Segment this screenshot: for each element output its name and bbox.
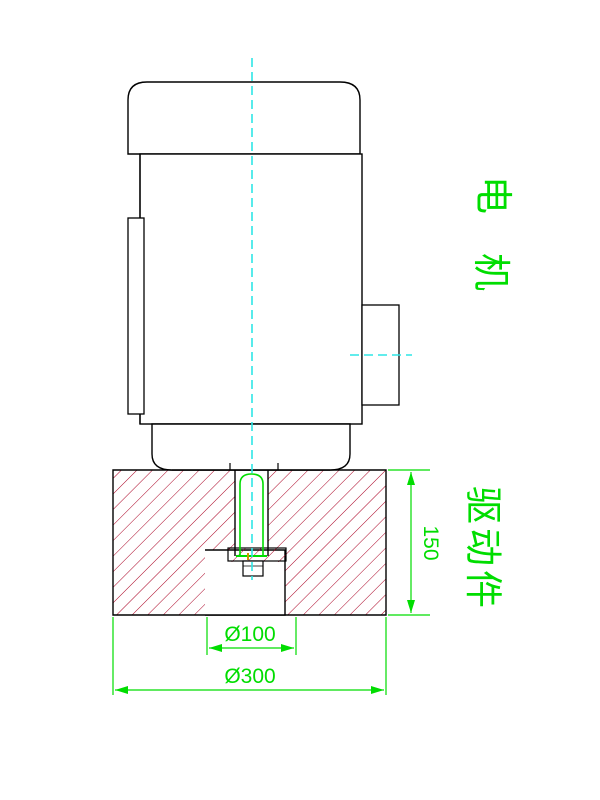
driven-part-label: 驱 动 件 [461, 486, 503, 608]
terminal-box-left [127, 154, 145, 424]
bolt-head [242, 560, 264, 577]
motor-bottom-skirt [151, 423, 351, 471]
dimension-d300-text: Ø300 [224, 665, 275, 688]
arrow-d300-right [371, 686, 384, 694]
arrow-150-top [407, 472, 415, 485]
arrow-150-bottom [407, 600, 415, 613]
motor-label-char-1: 电 [471, 176, 513, 214]
motor-frame [139, 153, 363, 425]
foundation-block [112, 469, 387, 616]
terminal-box-outline [127, 217, 145, 415]
motor-top-cap [127, 81, 361, 155]
motor-flange-marks [229, 463, 279, 470]
motor-label: 电 机 [469, 176, 513, 291]
arrow-d100-left [209, 644, 222, 652]
shaft-profile [239, 473, 264, 556]
dimension-d300: Ø300 [112, 617, 387, 695]
dimension-d100: Ø100 [206, 617, 297, 655]
arrow-d100-right [281, 644, 294, 652]
arrow-d300-left [115, 686, 128, 694]
driven-part-label-char-2: 动 [461, 528, 503, 566]
driven-part-label-char-3: 件 [461, 570, 503, 608]
centerlines [251, 58, 412, 580]
foundation-hatch [113, 470, 386, 615]
dimension-150: 150 [388, 469, 442, 616]
dimension-150-text: 150 [419, 525, 442, 560]
motor-label-char-2: 机 [469, 253, 511, 291]
motor-body [127, 81, 363, 471]
dimension-d100-text: Ø100 [224, 623, 275, 646]
bolt [242, 560, 264, 577]
driven-part-label-char-1: 驱 [461, 486, 503, 524]
